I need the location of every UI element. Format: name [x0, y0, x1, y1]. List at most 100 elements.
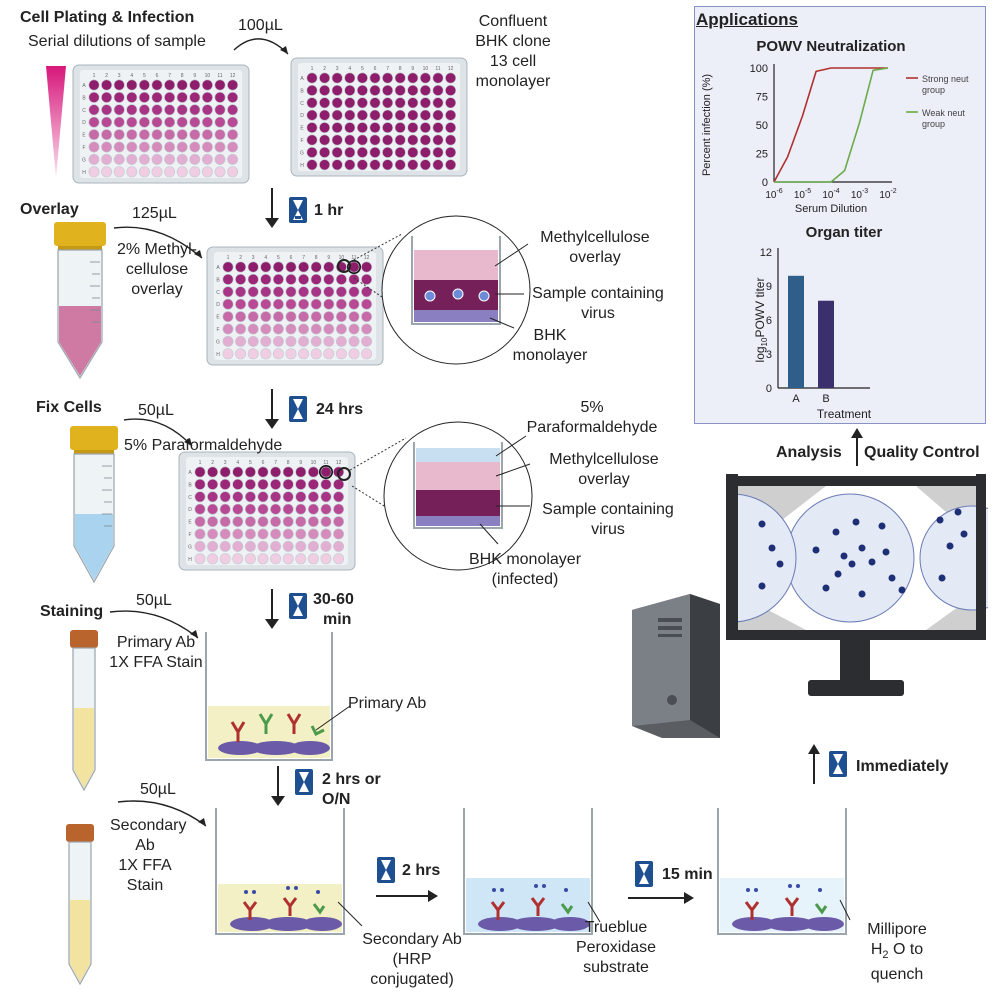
well — [164, 116, 176, 128]
plate-column-label: 4 — [348, 66, 351, 72]
leader-line — [839, 899, 851, 921]
well — [310, 348, 322, 360]
y-tick-label: 6 — [766, 315, 772, 327]
well — [306, 109, 318, 121]
well — [214, 166, 226, 178]
well — [335, 286, 347, 298]
well — [272, 335, 284, 347]
plate-column-label: 6 — [290, 255, 293, 261]
plate-column-label: 11 — [217, 73, 222, 79]
well — [344, 72, 356, 84]
well — [323, 323, 335, 335]
well — [201, 141, 213, 153]
leader-line — [315, 705, 351, 731]
well — [244, 466, 256, 478]
well — [307, 528, 319, 540]
well — [306, 122, 318, 134]
well — [214, 129, 226, 141]
well — [361, 286, 373, 298]
plating-volume: 100µL — [238, 17, 283, 34]
well — [361, 323, 373, 335]
well — [307, 466, 319, 478]
well — [113, 116, 125, 128]
plate-column-label: 8 — [399, 66, 402, 72]
well — [310, 273, 322, 285]
well — [138, 91, 150, 103]
well — [419, 97, 431, 109]
well — [295, 466, 307, 478]
well — [151, 79, 163, 91]
well — [207, 503, 219, 515]
well — [344, 84, 356, 96]
well — [432, 122, 444, 134]
well — [101, 104, 113, 116]
well — [285, 348, 297, 360]
well — [282, 478, 294, 490]
well — [307, 503, 319, 515]
well — [207, 528, 219, 540]
well — [194, 516, 206, 528]
well — [298, 348, 310, 360]
well — [244, 516, 256, 528]
well — [432, 159, 444, 171]
well — [113, 129, 125, 141]
legend-label: Weak neut — [922, 108, 965, 118]
hourglass-icon — [828, 750, 848, 783]
well — [282, 516, 294, 528]
well — [319, 109, 331, 121]
bar-A — [788, 275, 804, 388]
y-axis-label: log10POWV titer — [753, 278, 769, 363]
well — [306, 159, 318, 171]
applications-panel — [694, 6, 986, 424]
well — [323, 261, 335, 273]
well — [222, 348, 234, 360]
y-tick-label: 75 — [756, 92, 768, 104]
plate-row-label: E — [82, 133, 86, 139]
well — [407, 159, 419, 171]
well — [151, 129, 163, 141]
y-tick-label: 0 — [766, 383, 772, 395]
well — [356, 146, 368, 158]
plate-column-label: 11 — [323, 460, 328, 466]
legend-label: group — [922, 85, 945, 95]
well — [356, 84, 368, 96]
right-arrow-2 — [628, 892, 694, 904]
well — [235, 298, 247, 310]
well — [361, 273, 373, 285]
well — [333, 478, 345, 490]
well — [207, 466, 219, 478]
well — [361, 348, 373, 360]
overlay-volume: 125µL — [132, 205, 177, 222]
y-tick-label: 0 — [762, 177, 768, 189]
well — [126, 166, 138, 178]
well — [348, 323, 360, 335]
well — [214, 104, 226, 116]
well — [323, 311, 335, 323]
well — [151, 153, 163, 165]
well — [361, 298, 373, 310]
well — [356, 97, 368, 109]
well — [222, 311, 234, 323]
well — [432, 146, 444, 158]
well — [320, 540, 332, 552]
plate-column-label: 8 — [181, 73, 184, 79]
time-2: 24 hrs — [316, 401, 364, 418]
well — [164, 79, 176, 91]
plate-column-label: 9 — [299, 460, 302, 466]
well — [88, 153, 100, 165]
tube-primary-ab-icon — [70, 630, 98, 792]
y-axis-label: Percent infection (%) — [701, 74, 713, 176]
well — [348, 311, 360, 323]
well — [247, 335, 259, 347]
well — [344, 109, 356, 121]
well — [247, 348, 259, 360]
well — [445, 97, 457, 109]
well — [361, 335, 373, 347]
well — [138, 141, 150, 153]
well — [320, 516, 332, 528]
leader-line — [337, 901, 363, 927]
well — [88, 166, 100, 178]
well — [331, 109, 343, 121]
